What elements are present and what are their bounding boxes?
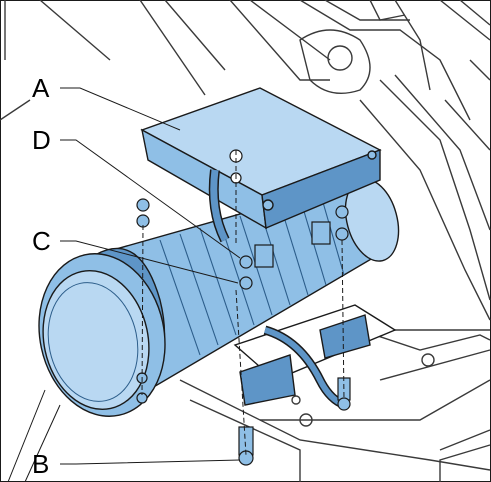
assembly-axis-lines xyxy=(141,150,345,456)
leader-lines xyxy=(7,87,241,482)
callout-label-a: A xyxy=(32,73,50,103)
terminal-box xyxy=(140,87,382,410)
callout-label-d: D xyxy=(32,125,51,155)
callout-label-c: C xyxy=(32,226,51,256)
motor-base xyxy=(233,304,397,406)
callout-label-b: B xyxy=(32,449,50,479)
